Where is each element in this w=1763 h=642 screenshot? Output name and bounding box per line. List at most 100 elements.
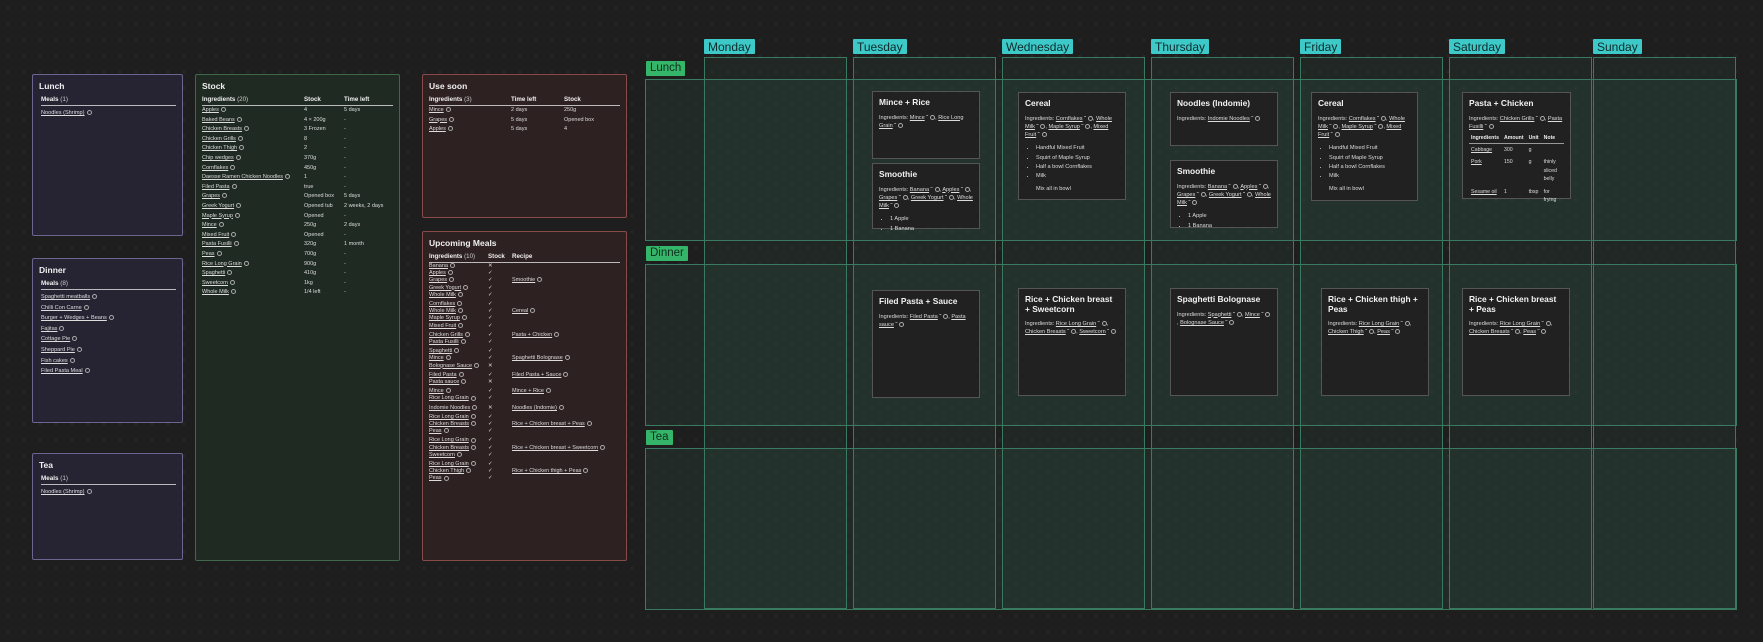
ingredient-cell[interactable]: Baked Beans xyxy=(202,116,304,126)
ingredient-cell[interactable]: Whole Milk xyxy=(202,288,304,298)
ingredient-link[interactable]: Pork xyxy=(1471,159,1482,166)
ingredient-cell[interactable]: Grapes xyxy=(202,192,304,202)
ingredient-link[interactable]: Mince xyxy=(429,388,444,395)
ingredient-cell[interactable]: Bolognase Sauce xyxy=(429,363,488,370)
ingredient-link[interactable]: Mince xyxy=(1244,311,1260,318)
recipe-link[interactable]: Rice + Chicken breast + Sweetcorn xyxy=(512,444,599,451)
ingredient-cell[interactable]: Pasta sauce xyxy=(429,379,488,386)
ingredient-link[interactable]: Peas xyxy=(1377,329,1390,336)
recipe-cell[interactable]: Cereal xyxy=(512,308,620,315)
ingredient-link[interactable]: Pasta sauce xyxy=(879,313,966,328)
ingredient-link[interactable]: Apples xyxy=(202,107,219,113)
meal-link[interactable]: Chilli Con Carne xyxy=(41,303,176,314)
tea-card[interactable]: Tea Meals (1) Noodles (Shrimp) xyxy=(32,453,183,560)
ingredient-link[interactable]: Peas xyxy=(429,428,442,435)
ingredient-link[interactable]: Maple Syrup xyxy=(202,212,233,219)
ingredient-cell[interactable]: Filed Pasta xyxy=(202,183,304,193)
recipe-cell[interactable]: Noodles (Indomie) xyxy=(512,403,620,412)
lunch-card[interactable]: Lunch Meals (1) Noodles (Shrimp) xyxy=(32,74,183,236)
ingredient-cell[interactable]: Grapes xyxy=(429,116,511,126)
ingredient-cell[interactable]: Chicken Breasts xyxy=(429,421,488,428)
ingredient-link[interactable]: Apples xyxy=(429,126,446,133)
ingredient-link[interactable]: Cornflakes xyxy=(1055,115,1083,122)
ingredient-link[interactable]: Cornflakes xyxy=(429,301,456,308)
ingredient-cell[interactable]: Rice Long Grain xyxy=(429,435,488,444)
ingredient-link[interactable]: Mixed Fruit xyxy=(429,322,457,329)
ingredient-link[interactable]: Maple Syrup xyxy=(1048,123,1080,130)
ingredient-link[interactable]: Indomie Noodles xyxy=(1207,115,1250,122)
ingredient-cell[interactable]: Pasta Fusilli xyxy=(202,240,304,250)
ingredient-link[interactable]: Cabbage xyxy=(1471,146,1493,153)
recipe-link[interactable]: Rice + Chicken thigh + Peas xyxy=(512,468,582,475)
ingredient-link[interactable]: Chicken Breasts xyxy=(429,444,470,451)
meal-row-label-0[interactable]: Lunch xyxy=(646,61,686,76)
ingredient-cell[interactable]: Chicken Grills xyxy=(202,135,304,145)
stock-card[interactable]: Stock Ingredients (20) Stock Time left A… xyxy=(195,74,400,561)
ingredient-link[interactable]: Rice Long Grain xyxy=(1358,321,1400,327)
ingredient-cell[interactable]: Mince xyxy=(202,221,304,231)
meal-link[interactable]: Sheppard Pie xyxy=(41,345,176,356)
ingredient-link[interactable]: Maple Syrup xyxy=(1341,123,1373,130)
ingredient-cell[interactable]: Cornflakes xyxy=(429,299,488,308)
ingredient-cell[interactable]: Spaghetti xyxy=(429,346,488,355)
ingredient-cell[interactable]: Whole Milk xyxy=(429,292,488,299)
ingredient-link[interactable]: Pasta Fusilli xyxy=(1469,115,1563,130)
recipe-cell[interactable]: Smoothie xyxy=(512,277,620,284)
ingredient-link[interactable]: Whole Milk xyxy=(1025,115,1112,130)
recipe-link[interactable]: Cereal xyxy=(512,308,529,315)
ingredient-link[interactable]: Mixed Fruit xyxy=(1318,123,1402,138)
use-soon-card[interactable]: Use soon Ingredients (3) Time left Stock… xyxy=(422,74,627,218)
ingredient-link[interactable]: Banana xyxy=(909,186,930,193)
recipe-link[interactable]: Filed Pasta + Sauce xyxy=(512,371,562,378)
ingredient-cell[interactable]: Rice Long Grain xyxy=(202,260,304,270)
ingredient-link[interactable]: Chicken Breasts xyxy=(202,126,243,133)
meal-link[interactable]: Spaghetti meatballs xyxy=(41,292,176,303)
meal-link-label[interactable]: Noodles (Shrimp) xyxy=(41,110,85,116)
ingredient-cell[interactable]: Apples xyxy=(429,270,488,277)
recipe-link[interactable]: Smoothie xyxy=(512,277,536,284)
ingredient-link[interactable]: Chicken Grills xyxy=(1499,115,1535,122)
ingredient-cell[interactable]: Sweetcorn xyxy=(202,279,304,289)
ingredient-link[interactable]: Sweetcorn xyxy=(1079,329,1106,336)
ingredient-link[interactable]: Apples xyxy=(1240,183,1258,190)
ingredient-link[interactable]: Greek Yogurt xyxy=(1208,191,1242,198)
ingredient-cell[interactable]: Spaghetti xyxy=(202,269,304,279)
ingredient-cell[interactable]: Banana xyxy=(429,263,488,271)
ingredient-cell[interactable]: Mince xyxy=(429,386,488,395)
day-label-5[interactable]: Saturday xyxy=(1449,39,1506,54)
recipe-cell[interactable]: Mince + Rice xyxy=(512,386,620,395)
ingredient-link[interactable]: Grapes xyxy=(1177,191,1196,198)
ingredient-cell[interactable]: Mixed Fruit xyxy=(202,231,304,241)
day-label-1[interactable]: Tuesday xyxy=(853,39,907,54)
meal-link-label[interactable]: Spaghetti meatballs xyxy=(41,294,91,300)
ingredient-link[interactable]: Chicken Thigh xyxy=(429,468,465,475)
ingredient-cell[interactable]: Chicken Thigh xyxy=(429,468,488,475)
meal-link[interactable]: Fish cakes xyxy=(41,356,176,367)
ingredient-link[interactable]: Greek Yogurt xyxy=(429,284,462,291)
ingredient-cell[interactable]: Mixed Fruit xyxy=(429,323,488,330)
meal-link-label[interactable]: Filed Pasta Meal xyxy=(41,368,83,375)
ingredient-link[interactable]: Whole Milk xyxy=(429,308,456,315)
ingredient-link[interactable]: Maple Syrup xyxy=(429,315,460,322)
day-label-3[interactable]: Thursday xyxy=(1151,39,1210,54)
ingredient-cell[interactable]: Rice Long Grain xyxy=(429,412,488,421)
meal-link-label[interactable]: Cottage Pie xyxy=(41,336,71,343)
upcoming-meals-card[interactable]: Upcoming Meals Ingredients (10) Stock Re… xyxy=(422,231,627,561)
ingredient-link[interactable]: Pasta Fusilli xyxy=(202,241,232,248)
ingredient-link[interactable]: Chip wedges xyxy=(202,154,234,161)
ingredient-cell[interactable]: Indomie Noodles xyxy=(429,403,488,412)
ingredient-link[interactable]: Whole Milk xyxy=(1177,191,1271,206)
ingredient-link[interactable]: Grapes xyxy=(429,116,448,123)
ingredient-cell[interactable]: Rice Long Grain xyxy=(429,395,488,402)
recipe-link[interactable]: Noodles (Indomie) xyxy=(512,404,557,411)
meal-link-label[interactable]: Fish cakes xyxy=(41,357,68,364)
ingredient-link[interactable]: Daesse Ramen Chicken Noodles xyxy=(202,174,284,181)
